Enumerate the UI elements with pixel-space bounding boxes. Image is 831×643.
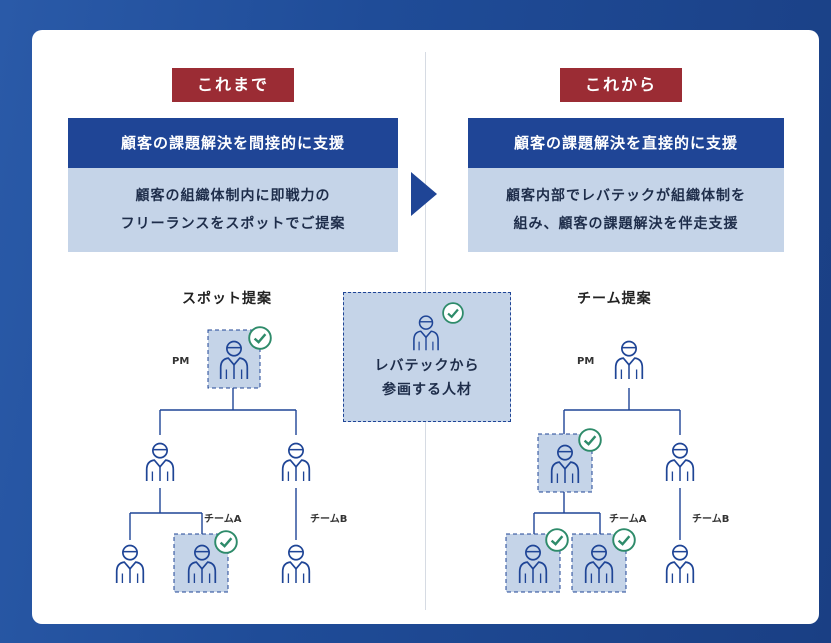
left-tag: これまで <box>172 68 294 102</box>
right-body-line2: 組み、顧客の課題解決を伴走支援 <box>513 216 739 232</box>
left-body: 顧客の組織体制内に即戦力の フリーランスをスポットでご提案 <box>68 168 398 252</box>
left-member-a1-person-icon <box>115 544 145 584</box>
legend-line2: 参画する人材 <box>382 382 472 398</box>
left-a2-check-icon <box>214 530 238 554</box>
legend-person-icon <box>413 315 439 352</box>
legend-line1: レバテックから <box>374 358 480 374</box>
left-pm-check-icon <box>248 326 272 350</box>
right-a2-check-icon <box>612 528 636 552</box>
right-lead-b-person-icon <box>665 442 695 482</box>
right-body-line1: 顧客内部でレバテックが組織体制を <box>506 188 746 204</box>
comparison-card: これまで 顧客の課題解決を間接的に支援 顧客の組織体制内に即戦力の フリーランス… <box>32 30 819 624</box>
right-lead-a-check-icon <box>578 428 602 452</box>
arrow-right-icon <box>411 172 437 216</box>
left-pm-label: PM <box>172 356 190 367</box>
left-body-line1: 顧客の組織体制内に即戦力の <box>135 188 331 204</box>
right-tag: これから <box>560 68 682 102</box>
right-team-a-label: チームA <box>609 514 647 525</box>
right-header: 顧客の課題解決を直接的に支援 <box>468 118 784 168</box>
left-team-a-label: チームA <box>204 514 242 525</box>
right-member-b1-person-icon <box>665 544 695 584</box>
right-section-title: チーム提案 <box>577 291 652 307</box>
left-body-line2: フリーランスをスポットでご提案 <box>120 216 346 232</box>
left-member-b1-person-icon <box>281 544 311 584</box>
left-tree <box>129 388 297 540</box>
left-header: 顧客の課題解決を間接的に支援 <box>68 118 398 168</box>
left-section-title: スポット提案 <box>182 291 272 307</box>
right-tree <box>533 388 681 540</box>
org-tree-diagrams <box>115 302 695 593</box>
left-member-a-person-icon <box>145 442 175 482</box>
right-a1-check-icon <box>545 528 569 552</box>
right-pm-label: PM <box>577 356 595 367</box>
left-team-b-label: チームB <box>310 514 348 525</box>
left-member-b-person-icon <box>281 442 311 482</box>
right-body: 顧客内部でレバテックが組織体制を 組み、顧客の課題解決を伴走支援 <box>468 168 784 252</box>
right-team-b-label: チームB <box>692 514 730 525</box>
legend-check-icon <box>442 302 464 324</box>
legend-box: レバテックから 参画する人材 <box>343 292 511 422</box>
right-pm-person-icon <box>614 340 644 380</box>
